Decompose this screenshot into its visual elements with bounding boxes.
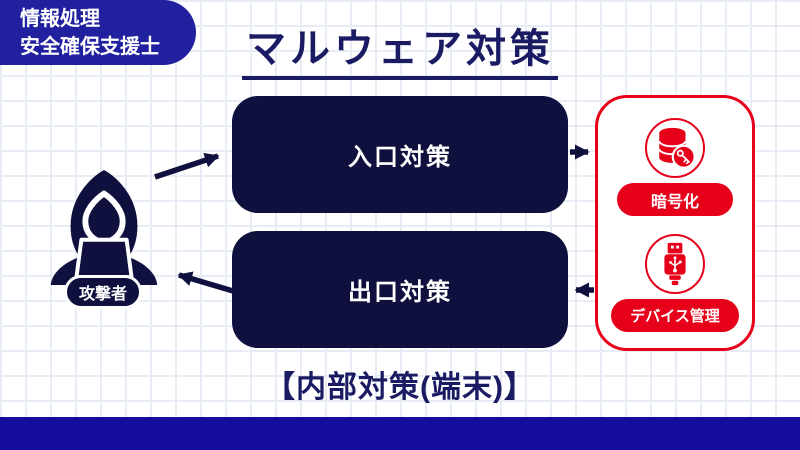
caption-area: 【内部対策(端末)】	[0, 362, 800, 406]
encryption-label-pill: 暗号化	[617, 183, 733, 216]
exit-countermeasure-box: 出口対策	[232, 231, 568, 348]
arrow-attacker-to-entrance	[154, 152, 220, 180]
device-management-label: デバイス管理	[630, 308, 720, 325]
attacker-label-pill: 攻撃者	[64, 275, 142, 309]
exit-box-label: 出口対策	[348, 279, 452, 306]
badge-line1: 情報処理	[20, 8, 100, 30]
page-title: マルウェア対策	[242, 16, 558, 80]
device-icon-circle	[645, 234, 705, 294]
footer-bar	[0, 417, 800, 450]
arrow-exit-to-attacker	[177, 271, 234, 294]
attacker-label: 攻撃者	[78, 286, 127, 303]
title-area: マルウェア対策	[0, 16, 800, 80]
database-key-icon	[658, 127, 696, 169]
internal-measures-caption: 【内部対策(端末)】	[265, 371, 535, 404]
badge-line2: 安全確保支援士	[20, 36, 160, 58]
device-management-label-pill: デバイス管理	[611, 299, 739, 332]
entrance-box-label: 入口対策	[348, 144, 452, 171]
encryption-icon-circle	[645, 118, 705, 178]
device-measures-panel: 暗号化 デバイス管理	[595, 95, 755, 351]
usb-plug-icon	[664, 242, 686, 286]
attacker-hacker-icon	[50, 169, 158, 285]
entrance-countermeasure-box: 入口対策	[232, 96, 568, 213]
encryption-label: 暗号化	[650, 193, 699, 211]
certification-badge: 情報処理 安全確保支援士	[0, 0, 196, 65]
